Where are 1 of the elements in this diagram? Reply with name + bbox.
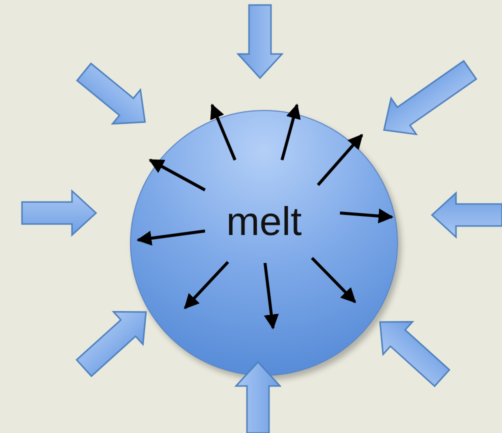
node-label: melt — [226, 200, 302, 244]
